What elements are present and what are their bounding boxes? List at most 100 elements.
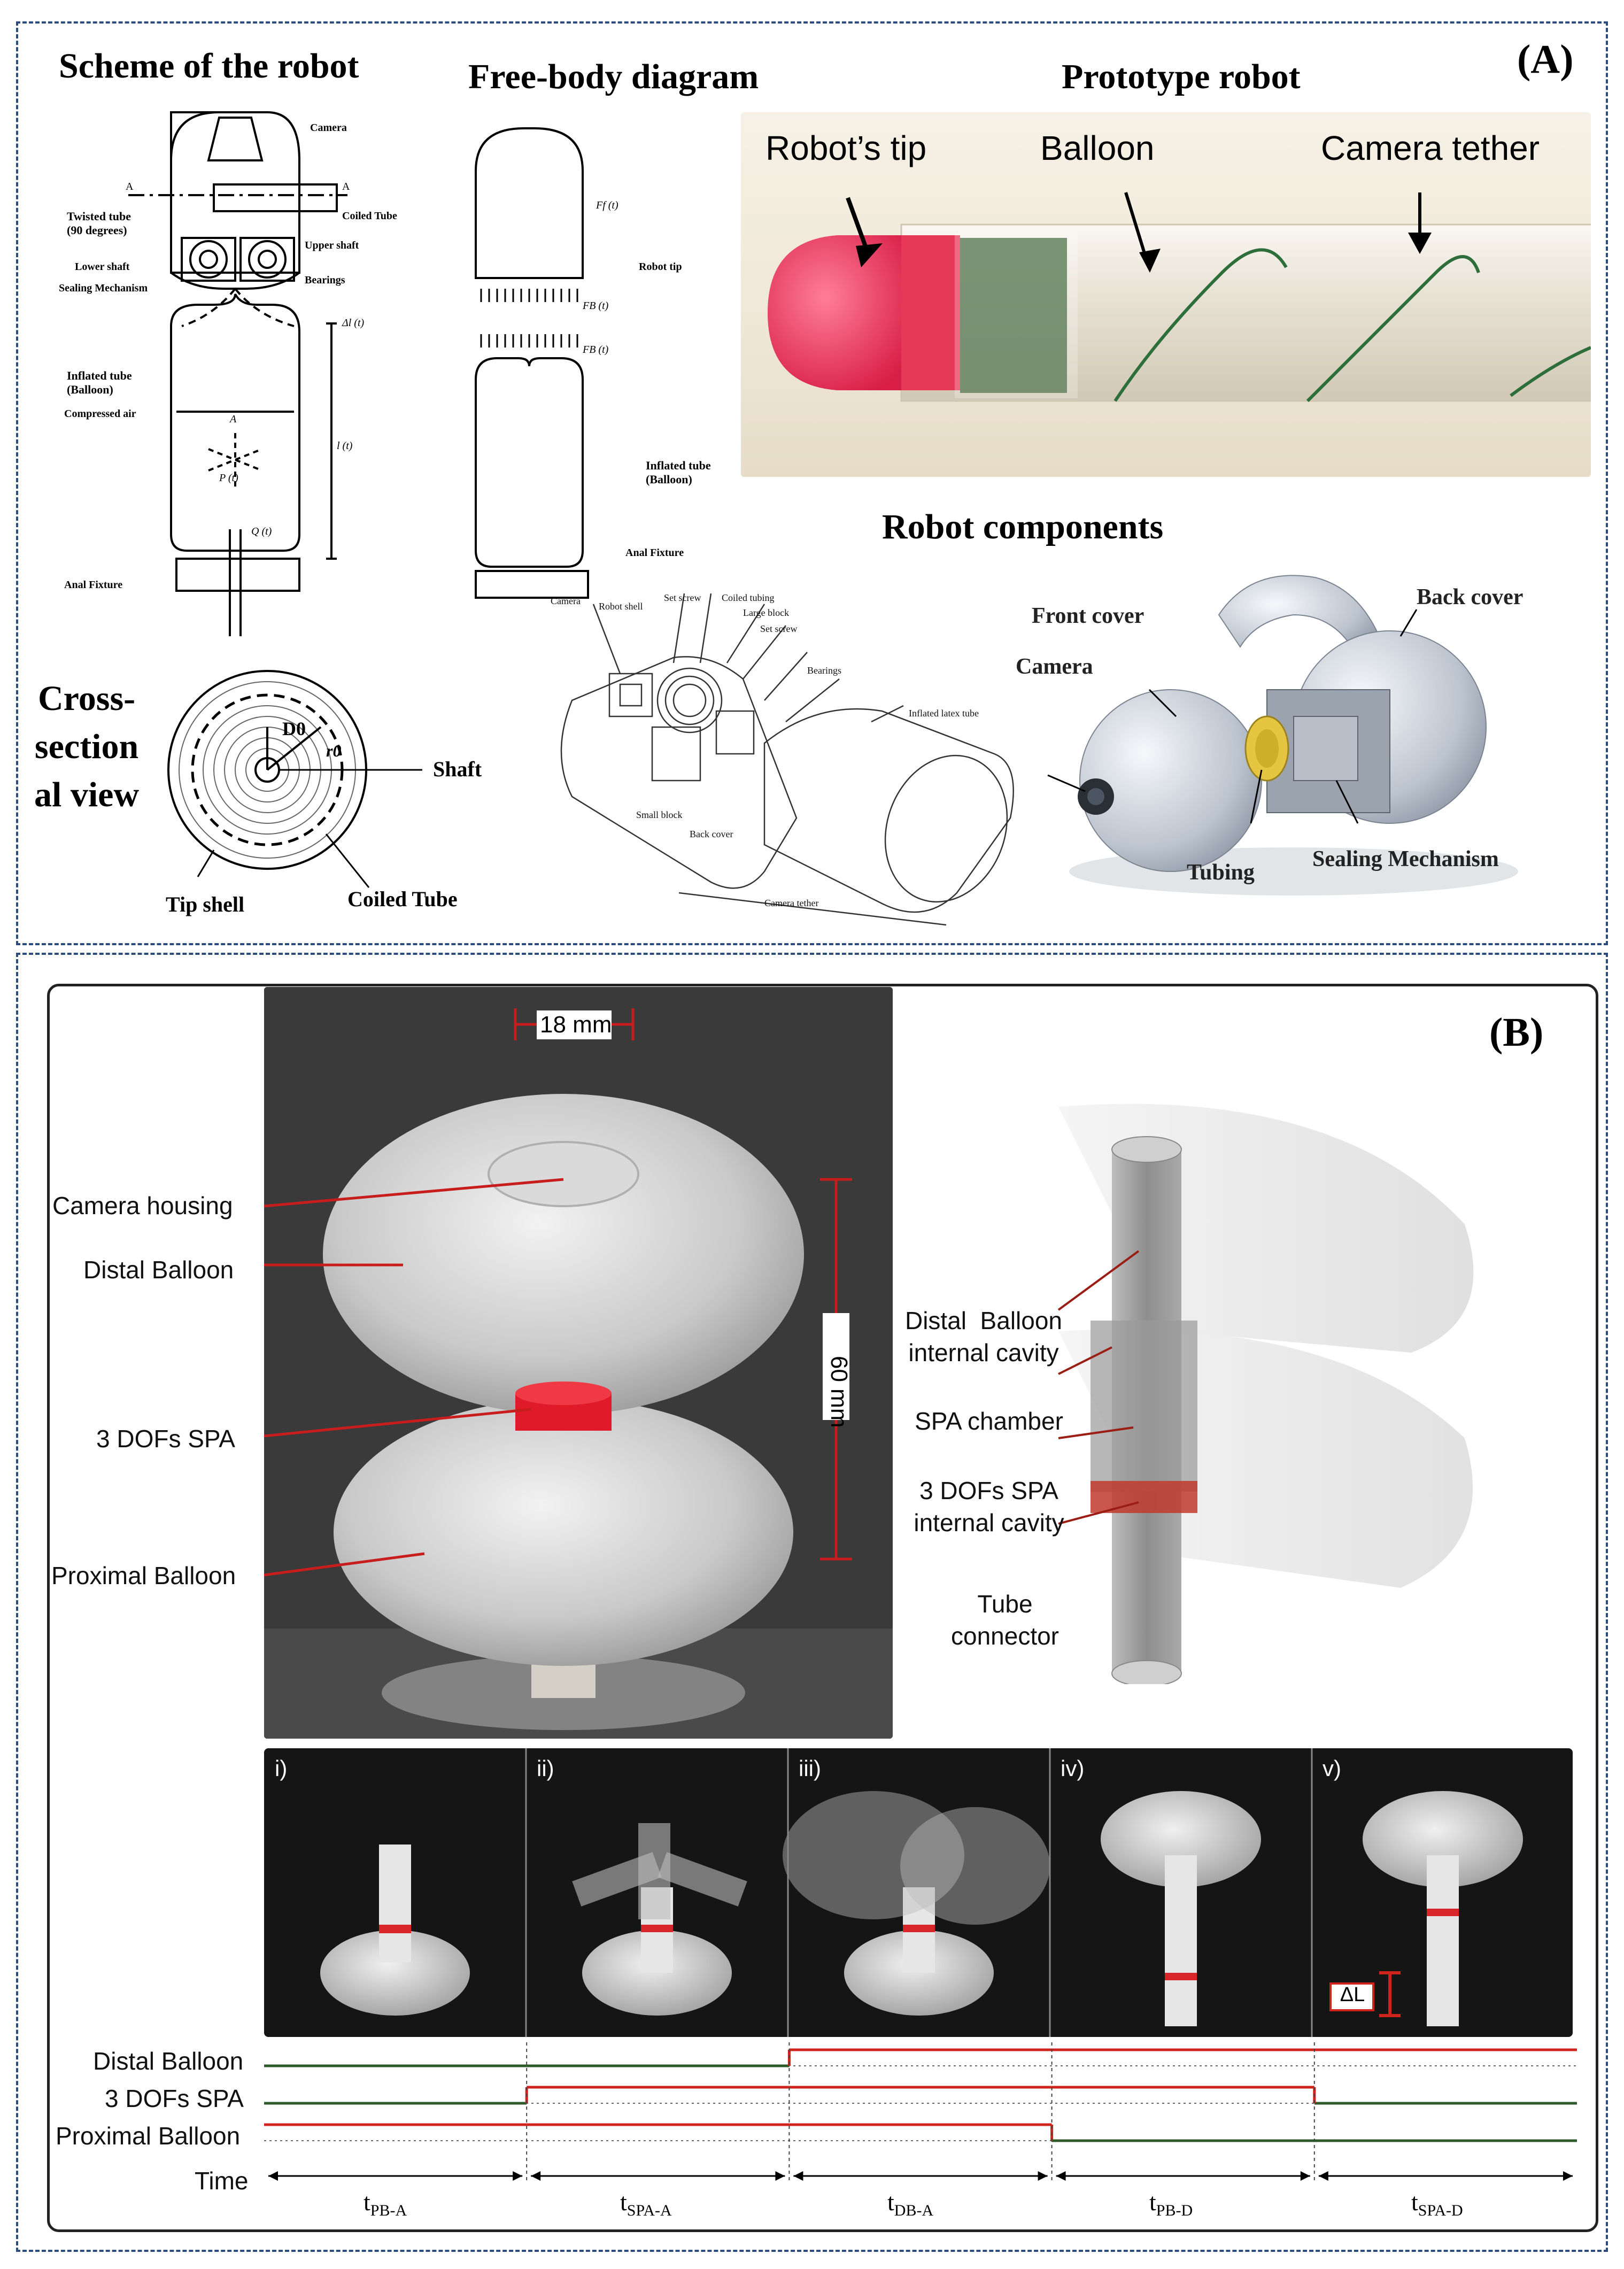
step-label-1: i) (275, 1756, 288, 1781)
scheme-bearings-label: Bearings (305, 274, 345, 286)
phase-label-5: tSPA-D (1411, 2188, 1463, 2220)
photo-tip-label: Robot’s tip (765, 129, 927, 167)
cross-section-title: Cross- section al view (34, 679, 140, 814)
scheme-compressed-label: Compressed air (64, 408, 136, 420)
comp-tubing-label: Tubing (1187, 860, 1255, 885)
cross-tip-shell-label: Tip shell (166, 892, 244, 916)
scheme-twisted-label: Twisted tube (90 degrees) (67, 210, 131, 237)
scheme-drawing: Camera Coiled Tube Upper shaft Bearings … (59, 111, 397, 636)
prototype-illustration (768, 192, 1591, 403)
cutaway-render (1057, 1103, 1474, 1684)
photo-balloon-label: Balloon (1040, 129, 1155, 167)
scheme-upper-shaft-label: Upper shaft (305, 240, 359, 251)
fbd-drawing: Ff (t) Robot tip FB (t) FB (t) Anal Fixt… (475, 127, 684, 599)
comp-sealing-label: Sealing Mechanism (1312, 847, 1499, 871)
phase-label-1: tPB-A (364, 2188, 407, 2220)
exploded-drawing: Camera Robot shell Set screw Coiled tubi… (551, 593, 1014, 926)
time-axis-arrowhead (1300, 2171, 1310, 2181)
panel-b-label: (B) (1489, 1010, 1544, 1055)
panel-a-frame (16, 21, 1608, 945)
step-label-4: iv) (1061, 1756, 1085, 1781)
scheme-area-label: A (229, 413, 237, 425)
scheme-coiled-label: Coiled Tube (342, 210, 397, 222)
scheme-section-a-right: A (342, 181, 350, 192)
cutaway-spa-chamber: SPA chamber (915, 1407, 1063, 1435)
exploded-tether-label: Camera tether (764, 898, 818, 908)
cutaway-tube-connector: Tube connector (950, 1590, 1059, 1650)
cross-coiled-label: Coiled Tube (347, 887, 458, 911)
components-render: Front cover Back cover Camera Tubing Sea… (1016, 575, 1523, 896)
scheme-l-label: l (t) (337, 440, 353, 452)
step-label-5: v) (1323, 1756, 1341, 1781)
timing-row-spa: 3 DOFs SPA (105, 2085, 244, 2112)
comp-front-cover-label: Front cover (1032, 604, 1144, 628)
scheme-q-label: Q (t) (251, 526, 272, 537)
step-label-2: ii) (537, 1756, 554, 1781)
components-title: Robot components (882, 507, 1164, 546)
time-axis-arrowhead (268, 2171, 278, 2181)
timing-row-proximal: Proximal Balloon (56, 2122, 241, 2150)
fbd-ff-label: Ff (t) (596, 199, 618, 211)
time-axis-arrowhead (793, 2171, 803, 2181)
cross-section-drawing: D0 r0 Shaft Tip shell Coiled Tube (166, 670, 482, 916)
exploded-setscrew2-label: Set screw (760, 623, 797, 634)
time-axis-arrowhead (1038, 2171, 1048, 2181)
scheme-title: Scheme of the robot (59, 47, 359, 86)
scheme-camera-label: Camera (310, 122, 347, 134)
exploded-small-block-label: Small block (636, 809, 683, 820)
panel-b-inner-frame (47, 984, 1598, 2232)
cutaway-spa-cavity: 3 DOFs SPA internal cavity (914, 1477, 1064, 1537)
cutaway-distal-cavity: Distal Balloon internal cavity (904, 1307, 1063, 1367)
exploded-camera-label: Camera (551, 596, 581, 606)
time-axis-arrowhead (775, 2171, 785, 2181)
scheme-inflated-label: Inflated tube (Balloon) (67, 369, 132, 396)
balloon-photo: 18 mm 60 mm (264, 987, 893, 1739)
scheme-lower-shaft-label: Lower shaft (75, 261, 130, 273)
exploded-latex-label: Inflated latex tube (909, 708, 979, 719)
exploded-back-cover-label: Back cover (690, 829, 733, 839)
scheme-dl-label: Δl (t) (342, 317, 365, 329)
prototype-photo: Robot’s tip Balloon Camera tether (741, 112, 1591, 477)
photo-tether-label: Camera tether (1321, 129, 1540, 167)
label-proximal-balloon: Proximal Balloon (51, 1562, 236, 1589)
label-3dof-spa: 3 DOFs SPA (96, 1425, 235, 1453)
panel-a-label: (A) (1517, 37, 1574, 82)
time-axis-arrowhead (513, 2171, 523, 2181)
time-axis-arrowhead (1056, 2171, 1066, 2181)
time-axis-arrowhead (1563, 2171, 1573, 2181)
phase-label-4: tPB-D (1149, 2188, 1193, 2220)
step-label-3: iii) (799, 1756, 821, 1781)
scheme-section-a-left: A (126, 181, 134, 192)
phase-label-3: tDB-A (887, 2188, 934, 2220)
delta-l-label: ΔL (1340, 1984, 1365, 2006)
step-strip: i) ii) iii) iv) v) ΔL (264, 1748, 1573, 2037)
time-axis-arrowhead (1318, 2171, 1328, 2181)
exploded-large-block-label: Large block (743, 607, 789, 618)
scheme-sealing-label: Sealing Mechanism (59, 282, 148, 294)
cross-ri-label: r0 (326, 741, 341, 760)
balloon-illustration (264, 987, 893, 1739)
exploded-shell-label: Robot shell (599, 601, 643, 612)
timing-diagram (264, 2042, 1577, 2181)
scheme-anal-label: Anal Fixture (64, 579, 122, 591)
timing-row-distal: Distal Balloon (93, 2047, 244, 2075)
comp-back-cover-label: Back cover (1417, 585, 1523, 609)
exploded-coiled-label: Coiled tubing (722, 593, 775, 603)
panel-b-frame (16, 953, 1608, 2252)
phase-label-2: tSPA-A (620, 2188, 672, 2220)
time-axis-arrowhead (531, 2171, 541, 2181)
scheme-p-label: P (t) (219, 472, 238, 484)
fbd-inflated-label: Inflated tube (Balloon) (646, 459, 711, 486)
fbd-title: Free-body diagram (468, 57, 759, 96)
cross-d0-label: D0 (282, 718, 306, 739)
dim-width-label: 18 mm (540, 1012, 612, 1038)
step-strip-illustration (320, 1748, 1523, 2037)
fbd-fb-top-label: FB (t) (582, 300, 609, 312)
prototype-title: Prototype robot (1062, 57, 1301, 96)
fbd-fb-bottom-label: FB (t) (582, 344, 609, 356)
dim-height-label: 60 mm (826, 1356, 852, 1428)
comp-camera-label: Camera (1016, 654, 1093, 679)
timing-time-label: Time (195, 2167, 249, 2195)
cross-shaft-label: Shaft (433, 757, 482, 781)
label-camera-housing: Camera housing (52, 1192, 233, 1220)
